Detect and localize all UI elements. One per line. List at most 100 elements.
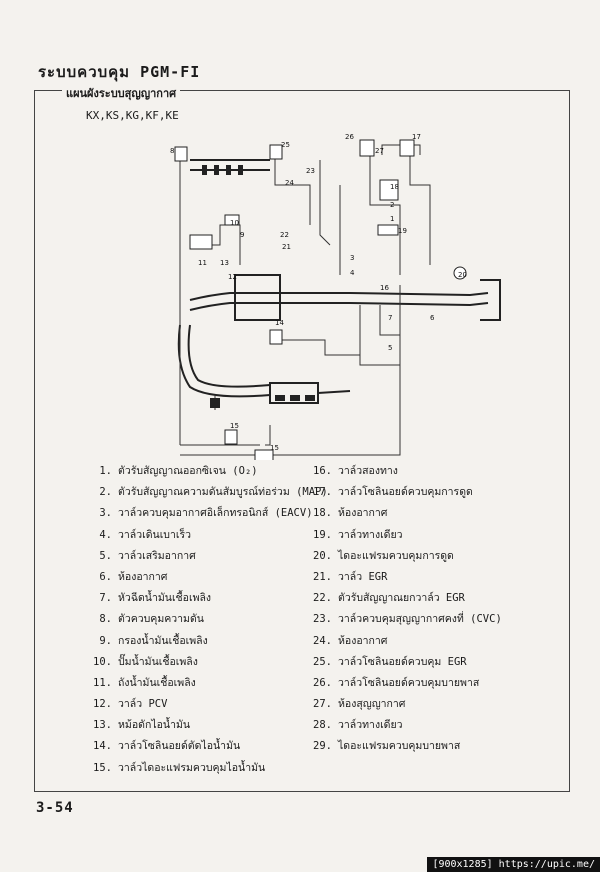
legend-number: 14. xyxy=(93,740,112,753)
legend-number: 17. xyxy=(313,486,332,499)
legend-number: 3. xyxy=(99,507,112,520)
legend-label: วาล์วเดินเบาเร็ว xyxy=(118,528,191,541)
legend-label: วาล์วโซลินอยด์ควบคุม EGR xyxy=(338,655,467,668)
legend-left: 1.ตัวรับสัญญาณออกซิเจน (O₂) 2. ตัวรับสัญญา… xyxy=(86,461,328,779)
legend-number: 5. xyxy=(99,549,112,562)
legend-item: 23. วาล์วควบคุมสุญญากาศคงที่ (CVC) xyxy=(306,609,502,630)
legend-label: ห้องสุญญากาศ xyxy=(338,698,406,711)
legend-label: ห้องอากาศ xyxy=(338,507,388,520)
legend-number: 10. xyxy=(93,655,112,668)
callout: 13 xyxy=(262,459,271,460)
callout: 1 xyxy=(390,215,394,223)
legend-label: วาล์วควบคุมอากาศอิเล็กทรอนิกส์ (EACV) xyxy=(118,507,313,520)
legend-label: ห้องอากาศ xyxy=(118,570,168,583)
callout: 25 xyxy=(281,141,290,149)
legend-item: 3. วาล์วควบคุมอากาศอิเล็กทรอนิกส์ (EACV) xyxy=(86,503,328,524)
legend-number: 23. xyxy=(313,613,332,626)
legend-label: หัวฉีดน้ำมันเชื้อเพลิง xyxy=(118,592,212,605)
legend-number: 22. xyxy=(313,592,332,605)
callout: 19 xyxy=(398,227,407,235)
legend-number: 8. xyxy=(99,613,112,626)
callout: 15 xyxy=(230,422,239,430)
callout: 3 xyxy=(350,254,354,262)
legend-item: 9. กรองน้ำมันเชื้อเพลิง xyxy=(86,631,328,652)
legend-label: วาล์วไดอะแฟรมควบคุมไอน้ำมัน xyxy=(118,761,266,774)
legend-label: ตัวรับสัญญาณความดันสัมบูรณ์ท่อร่วม (MAP) xyxy=(118,486,328,499)
legend-item: 20.ไดอะแฟรมควบคุมการดูด xyxy=(306,546,502,567)
callout: 8 xyxy=(170,147,174,155)
exhaust-pipe-inner xyxy=(187,324,271,388)
legend-number: 12. xyxy=(93,698,112,711)
legend-number: 18. xyxy=(313,507,332,520)
legend-item: 8. ตัวควบคุมความดัน xyxy=(86,609,328,630)
legend-number: 25. xyxy=(313,655,332,668)
legend-label: วาล์วควบคุมสุญญากาศคงที่ (CVC) xyxy=(338,613,502,626)
callout: 27 xyxy=(375,147,384,155)
legend-item: 22.ตัวรับสัญญาณยกวาล์ว EGR xyxy=(306,588,502,609)
legend-item: 27. ห้องสุญญากาศ xyxy=(306,694,502,715)
vacuum-diagram: 8 25 23 24 26 27 17 18 2 1 19 20 10 9 11… xyxy=(170,133,501,460)
legend-number: 28. xyxy=(313,719,332,732)
legend-label: วาล์วโซลินอยด์ควบคุมบายพาส xyxy=(338,676,480,689)
callout: 7 xyxy=(388,314,392,322)
legend-number: 20. xyxy=(313,549,332,562)
page-title: ระบบควบคุม PGM-FI xyxy=(38,63,201,81)
legend-label: วาล์วโซลินอยด์ควบคุมการดูด xyxy=(338,486,473,499)
legend-item: 29.ไดอะแฟรมควบคุมบายพาส xyxy=(306,736,502,757)
legend-item: 15.วาล์วไดอะแฟรมควบคุมไอน้ำมัน xyxy=(86,758,328,779)
legend-number: 21. xyxy=(313,570,332,583)
legend-item: 2. ตัวรับสัญญาณความดันสัมบูรณ์ท่อร่วม (MA… xyxy=(86,482,328,503)
callout: 26 xyxy=(345,133,354,141)
callout: 23 xyxy=(306,167,315,175)
callout: 21 xyxy=(282,243,291,251)
legend-label: วาล์วทางเดียว xyxy=(338,719,403,732)
callout: 17 xyxy=(412,133,421,141)
legend-label: วาล์ว EGR xyxy=(338,570,388,583)
legend-number: 11. xyxy=(93,676,112,689)
legend-item: 10.ปั๊มน้ำมันเชื้อเพลิง xyxy=(86,652,328,673)
callout: 12 xyxy=(228,273,237,281)
callout: 11 xyxy=(198,259,207,267)
callout: 10 xyxy=(230,219,239,227)
callout: 4 xyxy=(350,269,355,277)
legend-item: 25. วาล์วโซลินอยด์ควบคุม EGR xyxy=(306,652,502,673)
legend-number: 13. xyxy=(93,719,112,732)
legend-item: 11. ถังน้ำมันเชื้อเพลิง xyxy=(86,673,328,694)
callout: 24 xyxy=(285,179,294,187)
legend-item: 1.ตัวรับสัญญาณออกซิเจน (O₂) xyxy=(86,461,328,482)
legend-number: 26. xyxy=(313,676,332,689)
callout: 13 xyxy=(220,259,229,267)
legend-item: 4.วาล์วเดินเบาเร็ว xyxy=(86,525,328,546)
callout: 15 xyxy=(270,444,279,452)
legend-number: 27. xyxy=(313,698,332,711)
legend-label: กรองน้ำมันเชื้อเพลิง xyxy=(118,634,208,647)
legend-item: 18. ห้องอากาศ xyxy=(306,503,502,524)
callout: 20 xyxy=(458,271,467,279)
legend-number: 9. xyxy=(99,634,112,647)
callout: 6 xyxy=(430,314,435,322)
legend-item: 13. หม้อดักไอน้ำมัน xyxy=(86,715,328,736)
callout: 22 xyxy=(280,231,289,239)
legend-right: 16.วาล์วสองทาง 17. วาล์วโซลินอยด์ควบคุมการ… xyxy=(306,461,502,758)
legend-number: 7. xyxy=(99,592,112,605)
legend-item: 28. วาล์วทางเดียว xyxy=(306,715,502,736)
legend-label: วาล์วเสริมอากาศ xyxy=(118,549,196,562)
legend-number: 24. xyxy=(313,634,332,647)
legend-label: ห้องอากาศ xyxy=(338,634,388,647)
legend-item: 16.วาล์วสองทาง xyxy=(306,461,502,482)
intake-pipe-lower xyxy=(189,302,489,311)
legend-label: ตัวควบคุมความดัน xyxy=(118,613,204,626)
legend-item: 21. วาล์ว EGR xyxy=(306,567,502,588)
legend-item: 14.วาล์วโซลินอยด์ตัดไอน้ำมัน xyxy=(86,736,328,757)
legend-label: วาล์ว PCV xyxy=(118,698,168,711)
watermark: [900x1285] https://upic.me/ xyxy=(427,857,600,872)
legend-label: ถังน้ำมันเชื้อเพลิง xyxy=(118,676,196,689)
diagram-frame xyxy=(34,90,570,792)
legend-item: 19.วาล์วทางเดียว xyxy=(306,525,502,546)
legend-label: หม้อดักไอน้ำมัน xyxy=(118,719,191,732)
model-codes: KX,KS,KG,KF,KE xyxy=(86,109,179,122)
legend-label: วาล์วสองทาง xyxy=(338,465,398,477)
legend-label: ตัวรับสัญญาณออกซิเจน (O₂) xyxy=(118,465,258,477)
legend-number: 2. xyxy=(99,486,112,499)
page-number: 3-54 xyxy=(36,800,74,816)
